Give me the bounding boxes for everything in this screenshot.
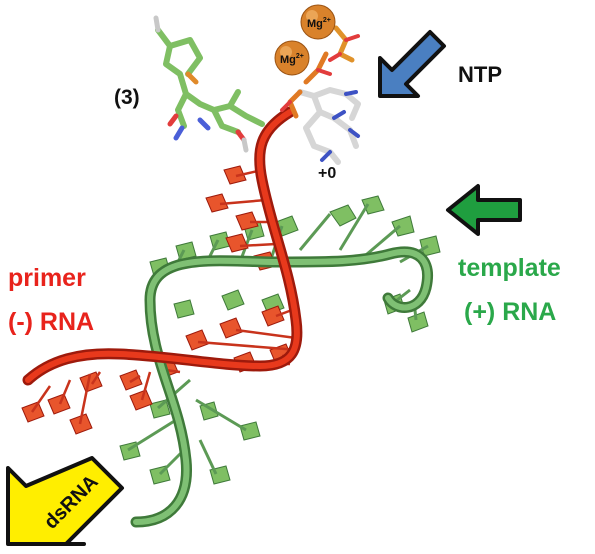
- svg-text:Mg2+: Mg2+: [307, 17, 331, 30]
- mg-ion-2-charge: 2+: [296, 53, 304, 60]
- dsrna-arrow: dsRNA: [6, 456, 124, 546]
- ntp-arrow: [378, 30, 446, 98]
- ntp-molecule: [280, 51, 361, 165]
- template-arrow: [446, 184, 522, 236]
- mg-ion-2-label: Mg: [280, 54, 296, 66]
- mg-ion-1-charge: 2+: [323, 17, 331, 24]
- ntp-label: NTP: [458, 62, 502, 87]
- mg-ion-1: Mg2+: [300, 4, 336, 40]
- compound-label: (3): [114, 86, 140, 109]
- svg-text:Mg2+: Mg2+: [280, 53, 304, 66]
- primer-label-line2: (-) RNA: [8, 308, 94, 336]
- primer-backbone-highlight: [25, 109, 300, 383]
- primer-bases: [21, 165, 293, 435]
- template-backbone: [130, 246, 433, 528]
- mg-ion-2: Mg2+: [274, 40, 310, 76]
- primer-label-line1: primer: [8, 264, 86, 292]
- template-label-line2: (+) RNA: [464, 298, 556, 326]
- position-label: +0: [318, 165, 336, 182]
- template-backbone-highlight: [133, 249, 431, 525]
- mg-ion-1-label: Mg: [307, 18, 323, 30]
- phosphate-group: [328, 25, 360, 63]
- template-label-line1: template: [458, 254, 561, 282]
- compound-3-ligand: [153, 15, 265, 153]
